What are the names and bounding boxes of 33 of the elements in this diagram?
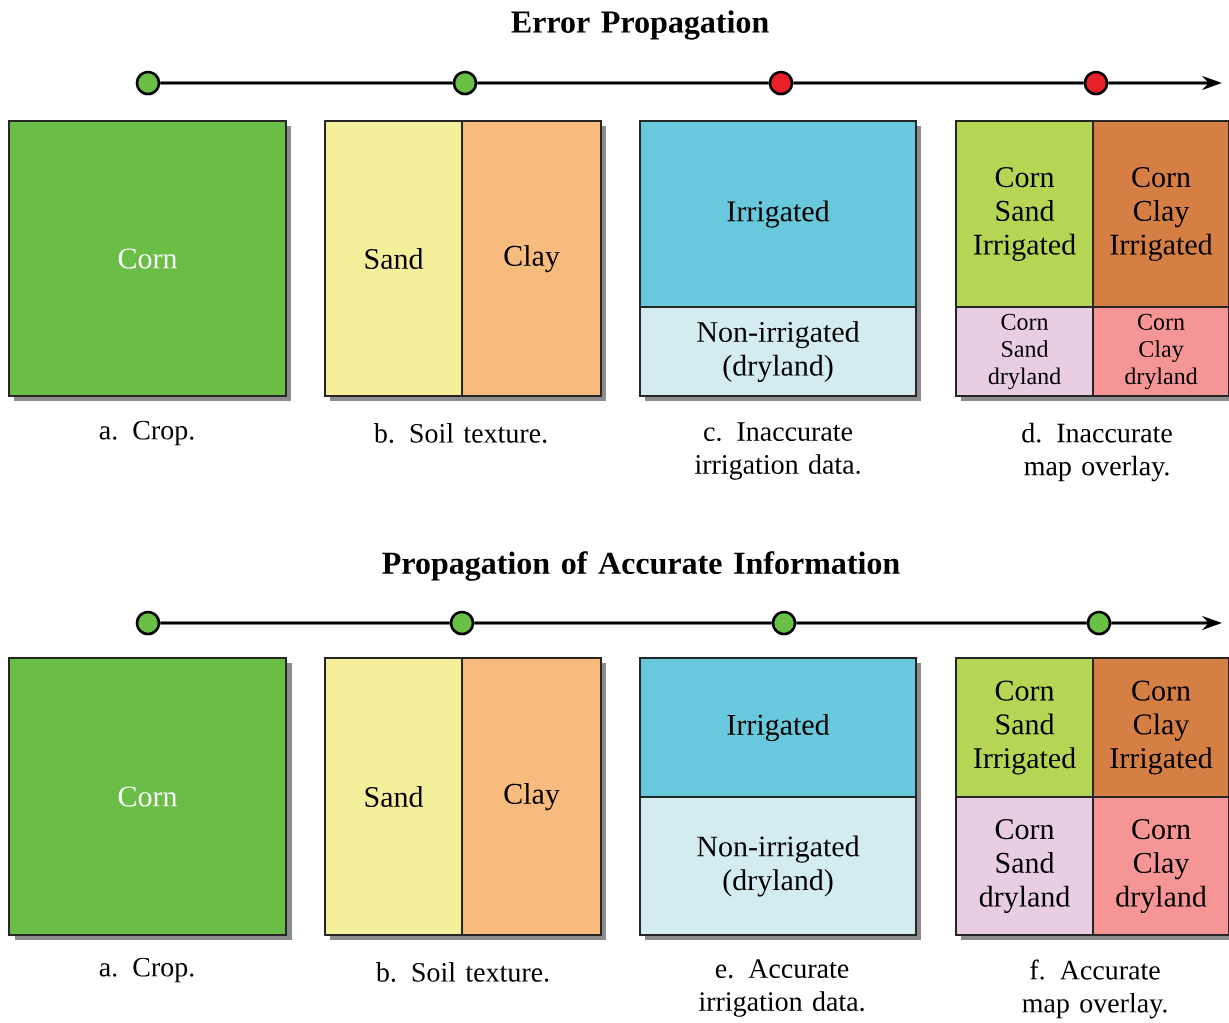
- map-cell: Sand: [324, 120, 463, 397]
- timeline-dot: [1083, 70, 1109, 96]
- map-cell: Corn Sand dryland: [955, 796, 1094, 936]
- caption: b. Soil texture.: [375, 962, 549, 982]
- map-cell: Corn Clay dryland: [1092, 306, 1229, 397]
- timeline-dot: [768, 70, 794, 96]
- map-cell: Non-irrigated (dryland): [639, 796, 917, 936]
- timeline-dot: [771, 610, 797, 636]
- map-cell: Corn Sand Irrigated: [955, 120, 1094, 308]
- title: Propagation of Accurate Information: [382, 551, 900, 581]
- map-cell: Corn: [8, 120, 287, 397]
- map-cell: Corn Clay dryland: [1092, 796, 1229, 936]
- map-cell: Sand: [324, 657, 463, 936]
- map-cell: Corn: [8, 657, 287, 936]
- map-cell: Corn Clay Irrigated: [1092, 120, 1229, 308]
- map-cell: Irrigated: [639, 120, 917, 308]
- map-cell: Non-irrigated (dryland): [639, 306, 917, 397]
- timeline-dot: [1086, 610, 1112, 636]
- map-cell: Clay: [461, 657, 602, 936]
- timeline-dot: [449, 610, 475, 636]
- map-cell: Irrigated: [639, 657, 917, 798]
- timeline-dot: [135, 610, 161, 636]
- title: Error Propagation: [511, 10, 769, 40]
- caption: d. Inaccurate map overlay.: [1022, 422, 1172, 482]
- caption: c. Inaccurate irrigation data.: [695, 422, 860, 480]
- caption: b. Soil texture.: [373, 423, 547, 443]
- caption: f. Accurate map overlay.: [1022, 959, 1167, 1019]
- timeline-dot: [135, 70, 161, 96]
- map-cell: Clay: [461, 120, 602, 397]
- map-cell: Corn Sand dryland: [955, 306, 1094, 397]
- map-cell: Corn Clay Irrigated: [1092, 657, 1229, 798]
- map-cell: Corn Sand Irrigated: [955, 657, 1094, 798]
- timeline-dot: [452, 70, 478, 96]
